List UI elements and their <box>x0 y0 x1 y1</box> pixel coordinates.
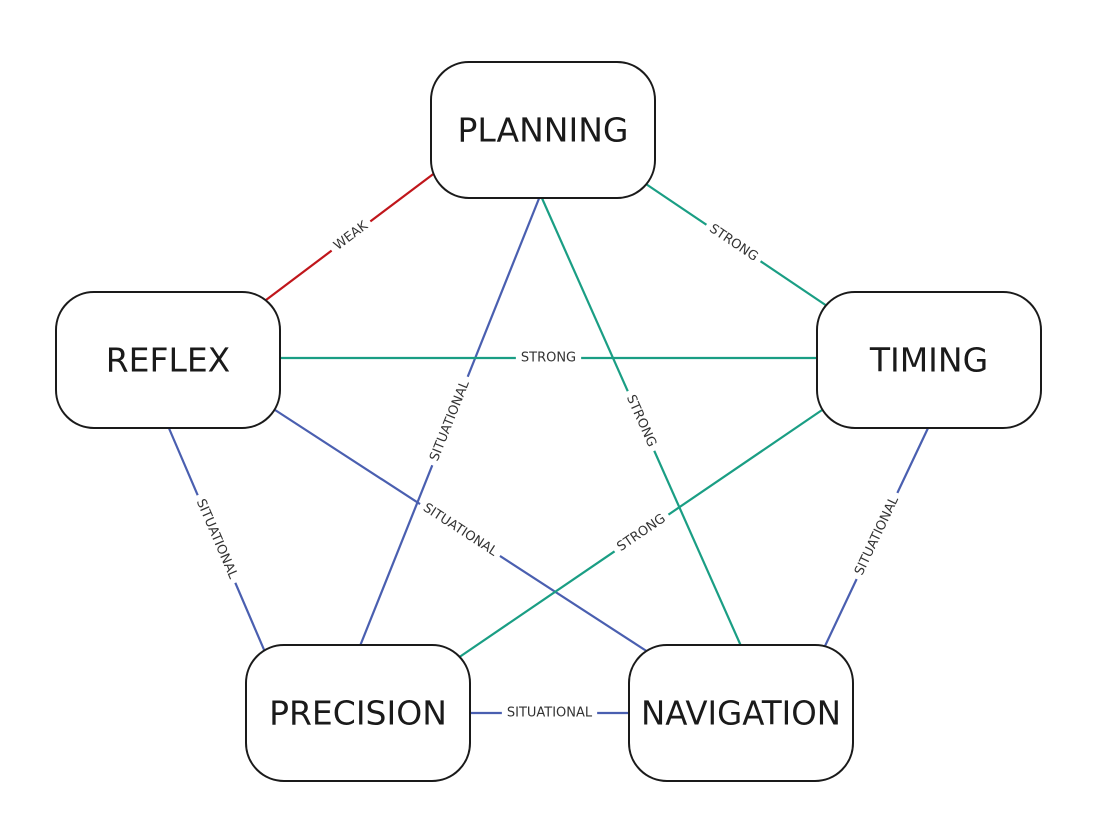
edge-label-background <box>848 489 906 583</box>
edge-label-background <box>619 387 663 455</box>
node-label: PRECISION <box>269 694 447 733</box>
node-label: PLANNING <box>458 111 629 150</box>
edge-label-group: STRONG <box>701 217 766 269</box>
nodes-layer: PLANNING REFLEX TIMING PRECISION NAVIGATION <box>55 61 1042 782</box>
edge-label-group: SITUATIONAL <box>423 373 477 469</box>
edge-timing-precision: STRONG <box>457 407 826 659</box>
node-box <box>245 644 471 782</box>
edge-label-background <box>423 373 477 469</box>
node-label: TIMING <box>869 341 988 380</box>
edge-label: STRONG <box>706 221 760 264</box>
node-reflex: REFLEX <box>55 291 281 429</box>
edge-label-group: STRONG <box>609 507 674 559</box>
edge-label-group: STRONG <box>619 387 663 455</box>
edge-reflex-timing: STRONG <box>280 349 817 367</box>
edge-label-background <box>701 217 766 269</box>
node-navigation: NAVIGATION <box>628 644 854 782</box>
edge-label: STRONG <box>614 511 668 555</box>
edge-planning-reflex: WEAK <box>265 171 437 301</box>
edge-label-group: SITUATIONAL <box>189 491 244 587</box>
node-box <box>628 644 854 782</box>
edge-label: SITUATIONAL <box>193 497 241 582</box>
node-planning: PLANNING <box>430 61 656 199</box>
node-label: REFLEX <box>106 341 231 380</box>
edge-label: SITUATIONAL <box>427 378 473 463</box>
edge-timing-navigation: SITUATIONAL <box>824 425 930 647</box>
node-precision: PRECISION <box>245 644 471 782</box>
edge-planning-navigation: STRONG <box>539 195 743 647</box>
edge-label-background <box>501 704 598 722</box>
edge-label-group: SITUATIONAL <box>501 704 598 722</box>
edge-planning-precision: SITUATIONAL <box>358 195 542 647</box>
edge-precision-navigation: SITUATIONAL <box>470 704 629 722</box>
edge-label-background <box>326 214 376 258</box>
edge-reflex-navigation: SITUATIONAL <box>271 407 649 653</box>
node-box <box>55 291 281 429</box>
edge-label-group: STRONG <box>515 349 582 367</box>
edge-planning-timing: STRONG <box>639 179 828 307</box>
edge-label-background <box>189 491 244 587</box>
node-box <box>816 291 1042 429</box>
edge-label-background <box>415 496 505 564</box>
node-box <box>430 61 656 199</box>
edge-label-group: SITUATIONAL <box>415 496 505 564</box>
edge-label: SITUATIONAL <box>420 500 500 559</box>
edge-label: STRONG <box>521 351 576 366</box>
edge-label-background <box>609 507 674 559</box>
node-label: NAVIGATION <box>641 694 841 733</box>
edge-label-background <box>515 349 582 367</box>
edge-label: SITUATIONAL <box>852 494 902 578</box>
edge-reflex-precision: SITUATIONAL <box>166 425 267 653</box>
edge-label-group: WEAK <box>326 214 376 258</box>
edge-label-group: SITUATIONAL <box>848 489 906 583</box>
node-timing: TIMING <box>816 291 1042 429</box>
edges-layer: WEAK STRONG SITUATIONAL STRONG STRONG SITUATI… <box>166 171 930 722</box>
edge-label: SITUATIONAL <box>507 706 593 721</box>
